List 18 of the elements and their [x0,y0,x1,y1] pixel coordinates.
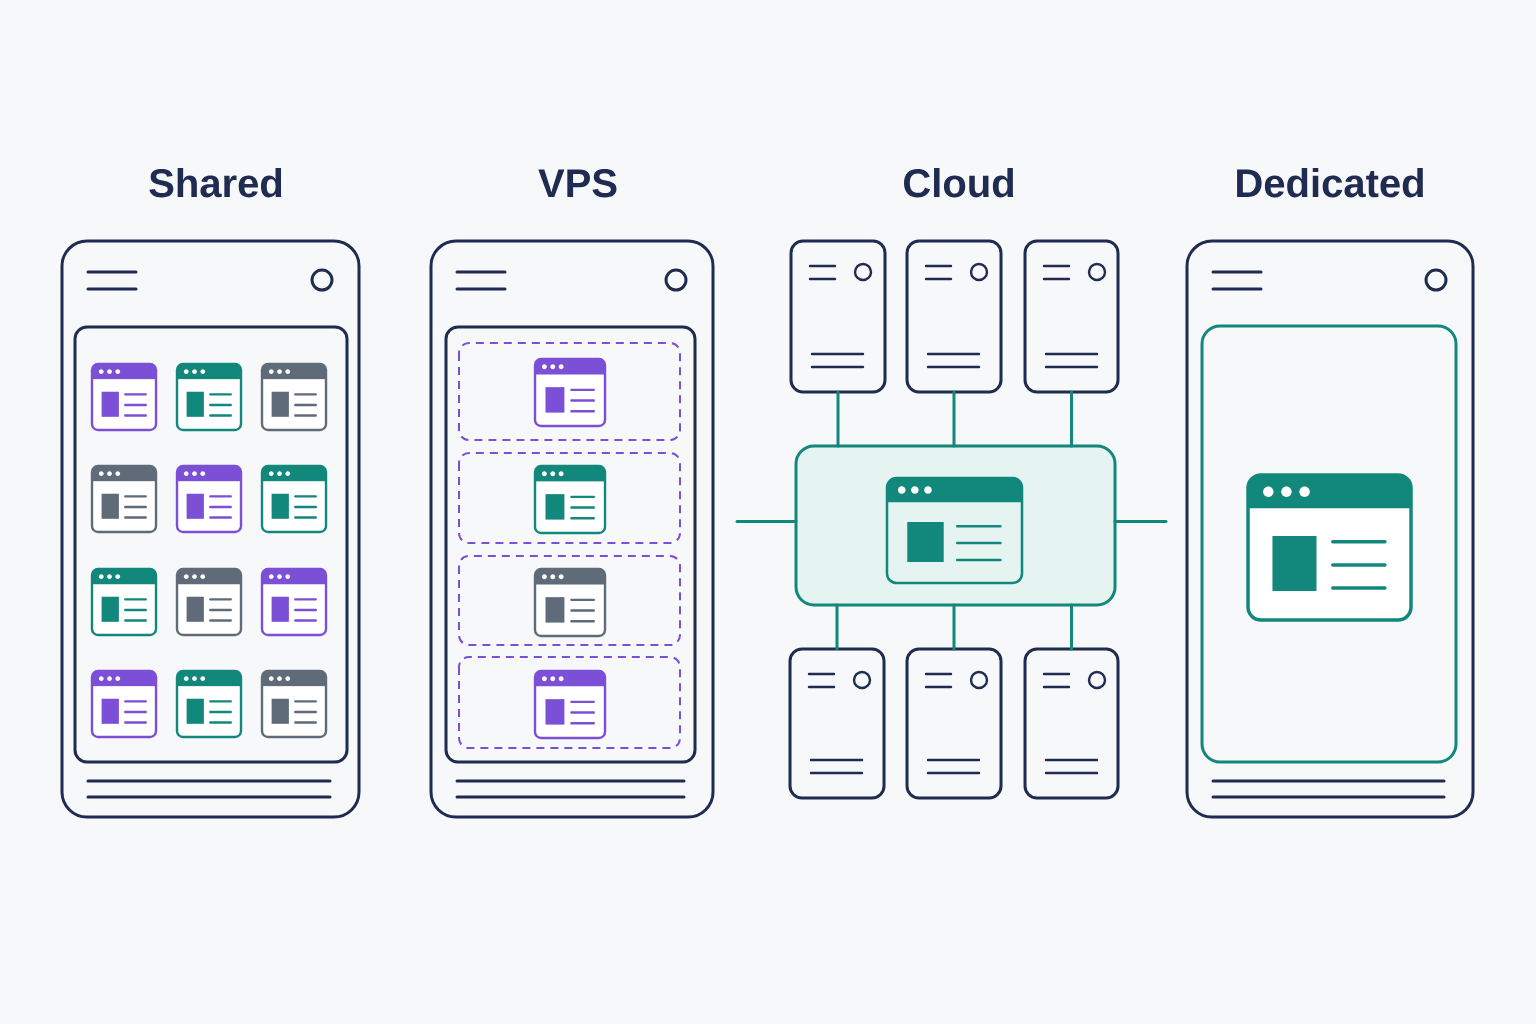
server-box [1023,647,1120,800]
server-box [905,239,1003,394]
connector-line [952,603,956,651]
connector-line [952,390,956,448]
connector-line [836,390,840,448]
connector-line [1070,390,1073,448]
server-box [1023,239,1120,394]
server-box [788,647,886,800]
connector-line [735,520,798,523]
heading: Shared [149,168,282,198]
connector-line [835,603,839,651]
connector-line [1113,520,1168,523]
connector-line [1070,603,1073,651]
heading: Dedicated [1237,168,1423,198]
server-box [905,647,1003,800]
heading: Cloud [904,168,1014,198]
heading: VPS [538,169,617,198]
server-box [789,239,887,394]
